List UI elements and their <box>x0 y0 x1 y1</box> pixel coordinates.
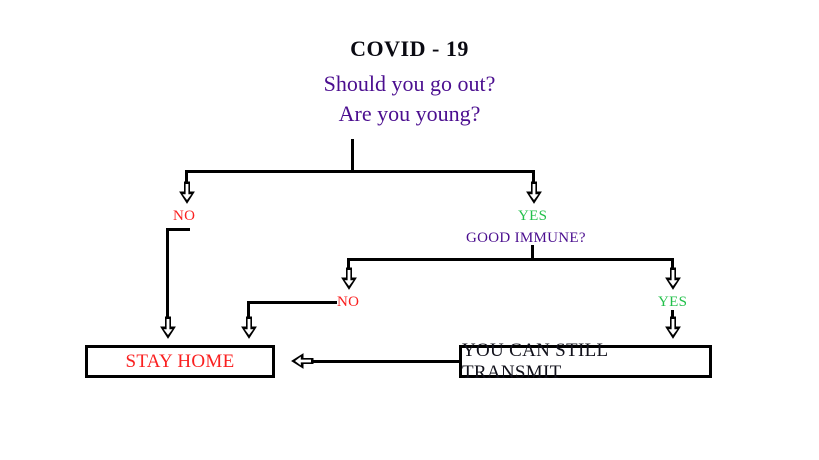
connector-no1-vertical <box>166 228 169 320</box>
outcome-box-can-transmit: YOU CAN STILL TRANSMIT <box>459 340 712 383</box>
arrow-down-icon <box>665 316 681 339</box>
question-line-2: Are you young? <box>338 101 481 126</box>
arrow-down-icon <box>526 181 542 204</box>
arrow-down-icon <box>665 267 681 290</box>
connector-no2-horizontal <box>247 301 337 304</box>
branch-label-no-1: NO <box>173 208 196 224</box>
branch-label-yes-1: YES <box>518 208 548 224</box>
connector-yes2-vertical <box>671 310 674 320</box>
arrow-left-icon <box>291 353 314 369</box>
page-title: COVID - 19 <box>350 36 469 61</box>
outcome-label-can-transmit: YOU CAN STILL TRANSMIT <box>462 339 608 383</box>
connector-level1-bar <box>185 170 535 173</box>
connector-level2-left-drop <box>347 258 350 270</box>
branch-label-no-2: NO <box>337 294 360 310</box>
connector-level1-right-drop <box>532 170 535 184</box>
arrow-down-icon <box>179 181 195 204</box>
outcome-box-stay-home: STAY HOME <box>85 345 275 378</box>
branch-label-yes-2: YES <box>658 294 688 310</box>
connector-level2-bar <box>347 258 674 261</box>
connector-level2-right-drop <box>671 258 674 270</box>
connector-level2-stem <box>531 245 534 261</box>
connector-root-stem <box>351 139 354 173</box>
connector-no2-vertical <box>247 301 250 320</box>
arrow-down-icon <box>241 316 257 339</box>
connector-level1-left-drop <box>185 170 188 184</box>
sub-question-good-immune: GOOD IMMUNE? <box>466 230 586 246</box>
arrow-down-icon <box>160 316 176 339</box>
outcome-label-stay-home: STAY HOME <box>125 350 235 372</box>
question-line-1: Should you go out? <box>323 71 496 96</box>
arrow-down-icon <box>341 267 357 290</box>
connector-transmit-to-stayhome <box>308 360 459 363</box>
connector-no1-elbow-top <box>166 228 190 231</box>
